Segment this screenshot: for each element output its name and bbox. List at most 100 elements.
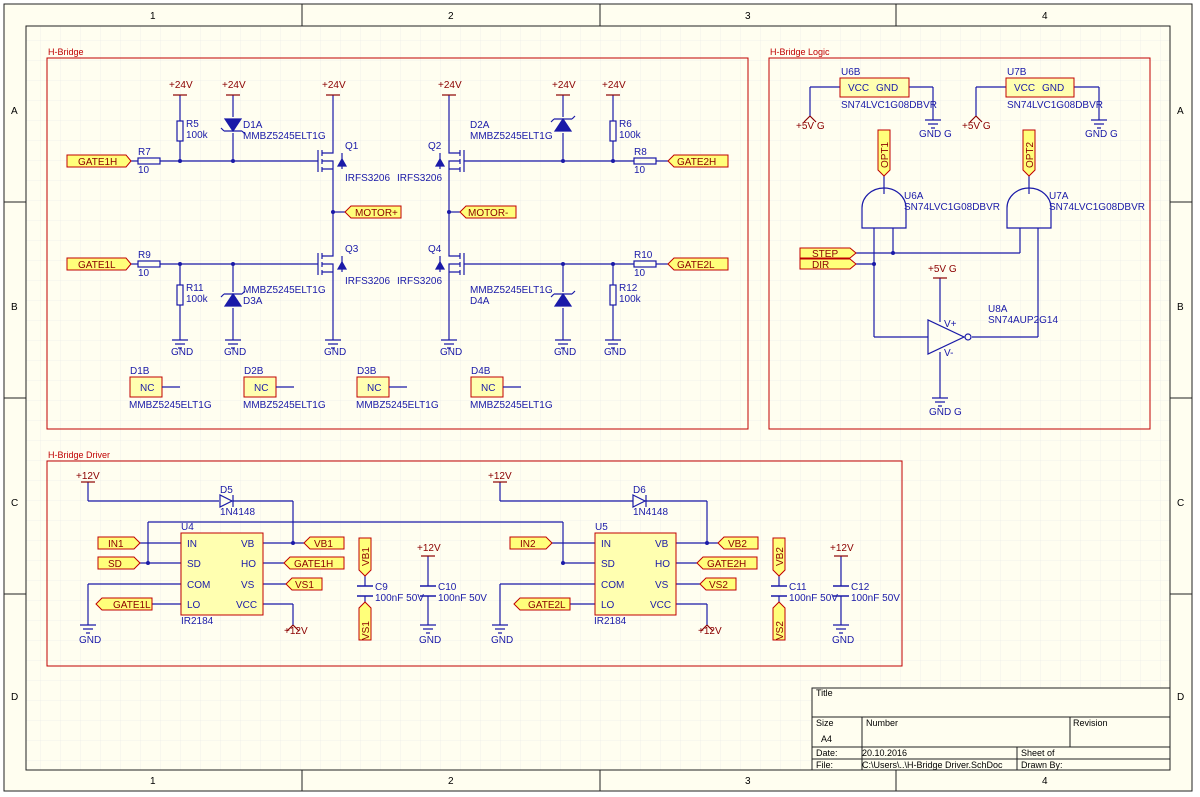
net-vs2-cap-label: VS2 (775, 621, 786, 640)
c9-value: 100nF 50V (375, 593, 424, 604)
gnd-u4: GND (79, 635, 101, 646)
tb-number: Number (866, 718, 898, 728)
bootstrap-diodes (219, 494, 647, 508)
net-gate1h-driver-label: GATE1H (294, 559, 333, 570)
u4-body[interactable] (180, 532, 264, 616)
col-2-bottom: 2 (448, 776, 454, 787)
u5-label: U5 (595, 522, 608, 533)
net-motor-plus[interactable]: MOTOR+ (344, 205, 402, 219)
u6b-body[interactable] (839, 77, 910, 98)
u4-pin-sd: SD (187, 559, 201, 570)
logic-junctions (872, 251, 895, 266)
r8-label: R8 (634, 147, 647, 158)
pwr-24v-d2a: +24V (552, 80, 576, 91)
u5-pin-vcc: VCC (650, 600, 671, 611)
pwr-24v-q2: +24V (438, 80, 462, 91)
net-gate2l-driver[interactable]: GATE2L (513, 597, 571, 611)
logic-frame[interactable] (768, 57, 1151, 430)
net-gate2l-label: GATE2L (677, 260, 715, 271)
net-gate2l[interactable]: GATE2L (667, 257, 729, 271)
net-gate1l-label: GATE1L (78, 260, 116, 271)
r9-body (137, 260, 161, 268)
net-vb1[interactable]: VB1 (303, 536, 345, 550)
u4-pin-in: IN (187, 539, 197, 550)
u5-body[interactable] (594, 532, 677, 616)
u8a-buffer[interactable] (927, 319, 966, 355)
u4-pin-lo: LO (187, 600, 201, 611)
net-gate2h-driver[interactable]: GATE2H (696, 556, 758, 570)
net-step[interactable]: STEP (799, 247, 857, 260)
q3-part: IRFS3206 (345, 276, 390, 287)
net-dir[interactable]: DIR (799, 258, 857, 271)
net-in2[interactable]: IN2 (509, 536, 553, 550)
r8-body (633, 157, 657, 165)
net-vb2[interactable]: VB2 (717, 536, 759, 550)
net-gate1l[interactable]: GATE1L (66, 257, 132, 271)
u6b-label: U6B (841, 67, 861, 78)
net-vs2[interactable]: VS2 (699, 577, 737, 591)
resistors-hbridge (137, 120, 657, 306)
u8a-label: U8A (988, 304, 1008, 315)
net-vb2-cap[interactable]: VB2 (772, 537, 786, 577)
u7a-gate[interactable] (1006, 187, 1052, 229)
logic-title: H-Bridge Logic (770, 47, 830, 57)
u5-pin-in: IN (601, 539, 611, 550)
u7a-part: SN74LVC1G08DBVR (1049, 202, 1145, 213)
col-3-top: 3 (745, 11, 751, 22)
net-in1[interactable]: IN1 (97, 536, 141, 550)
c11-value: 100nF 50V (789, 593, 838, 604)
u4-part: IR2184 (181, 616, 214, 627)
c10-value: 100nF 50V (438, 593, 487, 604)
net-gate1h-driver[interactable]: GATE1H (283, 556, 345, 570)
c9-label: C9 (375, 582, 388, 593)
net-gate1l-driver[interactable]: GATE1L (95, 597, 153, 611)
col-4-bottom: 4 (1042, 776, 1048, 787)
d4b-label: D4B (471, 366, 491, 377)
c11-label: C11 (789, 582, 807, 593)
tb-drawn: Drawn By: (1021, 760, 1063, 770)
d1b-part: MMBZ5245ELT1G (129, 400, 212, 411)
u8a-vminus: V- (944, 348, 953, 359)
r10-label: R10 (634, 250, 653, 261)
row-b-left: B (11, 302, 18, 313)
gnd-c10: GND (419, 635, 441, 646)
driver-wires (87, 482, 842, 625)
tb-date: Date: (816, 748, 838, 758)
net-gate2h[interactable]: GATE2H (667, 154, 729, 168)
r10-body (633, 260, 657, 268)
d2b-nc: NC (254, 383, 268, 394)
driver-ground-symbols (80, 624, 849, 634)
q4-label: Q4 (428, 244, 442, 255)
d6-part: 1N4148 (633, 507, 668, 518)
net-vb1-cap[interactable]: VB1 (358, 537, 372, 577)
net-in1-label: IN1 (108, 539, 124, 550)
d4b-nc: NC (481, 383, 495, 394)
d1b-label: D1B (130, 366, 150, 377)
d2a-label: D2A (470, 120, 490, 131)
r7-body (137, 157, 161, 165)
u6a-part: SN74LVC1G08DBVR (904, 202, 1000, 213)
driver-frame[interactable] (46, 460, 903, 667)
net-sd[interactable]: SD (97, 556, 141, 570)
u6a-gate[interactable] (861, 187, 907, 229)
hbridge-frame[interactable] (46, 57, 749, 430)
net-vs1-cap[interactable]: VS1 (358, 601, 372, 641)
r7-label: R7 (138, 147, 151, 158)
net-vs1[interactable]: VS1 (285, 577, 323, 591)
zener-diodes (220, 115, 576, 307)
pwr-5v-u7b: +5V G (962, 121, 991, 132)
net-motor-minus[interactable]: MOTOR- (459, 205, 517, 219)
pwr-12v-u5: +12V (698, 626, 722, 637)
net-opt1[interactable]: OPT1 (877, 129, 891, 177)
net-vs1-label: VS1 (295, 580, 314, 591)
r8-value: 10 (634, 165, 646, 176)
zone-markers (4, 4, 1192, 791)
u7b-body[interactable] (1005, 77, 1075, 98)
title-block (811, 687, 1171, 771)
u4-label: U4 (181, 522, 194, 533)
net-opt2[interactable]: OPT2 (1022, 129, 1036, 177)
tb-file-value: C:\Users\..\H-Bridge Driver.SchDoc (862, 760, 1003, 770)
net-gate1h[interactable]: GATE1H (66, 154, 132, 168)
net-vs2-cap[interactable]: VS2 (772, 601, 786, 641)
net-gate2h-label: GATE2H (677, 157, 716, 168)
